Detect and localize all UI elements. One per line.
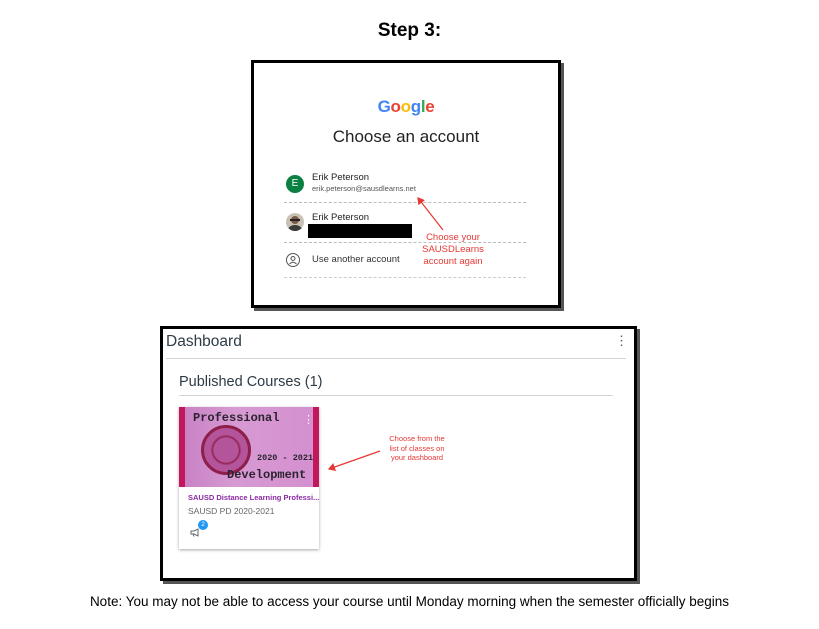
person-icon <box>286 253 300 267</box>
course-term: SAUSD PD 2020-2021 <box>188 506 275 516</box>
choose-account-title: Choose an account <box>332 127 480 146</box>
hero-text-bottom: Development <box>227 468 307 482</box>
course-card-hero[interactable]: Professional 2020 - 2021 Development ⋮ <box>179 407 319 487</box>
google-logo-letter: o <box>390 97 401 116</box>
google-logo-letter: o <box>400 97 411 116</box>
account-name: Erik Peterson <box>312 212 370 223</box>
dashboard-title: Dashboard <box>166 333 242 350</box>
annotation-line: Choose from the <box>389 434 445 443</box>
course-name-link[interactable]: SAUSD Distance Learning Professi... <box>188 493 320 502</box>
dashboard-arrow <box>327 450 381 471</box>
annotation-line: your dashboard <box>390 453 444 462</box>
avatar: E <box>286 175 304 193</box>
dashboard-annotation: Choose from the list of classes on your … <box>377 434 457 463</box>
hero-year: 2020 - 2021 <box>257 453 314 463</box>
google-logo-text: Google <box>378 97 435 116</box>
google-logo: Google <box>254 97 558 117</box>
google-logo-letter: G <box>377 97 391 116</box>
google-logo-letter: g <box>410 97 421 116</box>
hero-edge <box>179 407 185 487</box>
card-kebab-icon[interactable]: ⋮ <box>303 414 314 426</box>
avatar <box>286 213 304 231</box>
google-logo-letter: l <box>420 97 426 116</box>
annotation-line: Choose your <box>426 232 480 243</box>
course-card[interactable]: Professional 2020 - 2021 Development ⋮ S… <box>179 407 319 549</box>
google-arrow <box>417 197 444 231</box>
hero-text-top: Professional <box>193 411 280 425</box>
dashboard-panel: Dashboard ⋮ Published Courses (1) Profes… <box>160 326 637 581</box>
announcement-count-badge: 2 <box>198 520 208 530</box>
school-seal-icon <box>201 425 251 475</box>
kebab-menu-icon[interactable]: ⋮ <box>615 333 628 348</box>
divider <box>179 395 613 396</box>
divider <box>284 202 526 203</box>
redacted-email <box>308 224 412 238</box>
annotation-line: SAUSDLearns <box>422 244 484 255</box>
google-annotation: Choose your SAUSDLearns account again <box>412 232 494 268</box>
note-text: Note: You may not be able to access your… <box>89 594 730 609</box>
annotation-line: account again <box>423 256 483 267</box>
account-name: Erik Peterson <box>312 172 370 183</box>
google-logo-letter: e <box>425 97 435 116</box>
account-email: erik.peterson@sausdlearns.net <box>312 184 416 193</box>
hero-edge <box>313 407 319 487</box>
google-account-chooser: Google Choose an account E Erik Peterson… <box>251 60 561 308</box>
divider <box>166 358 626 359</box>
annotation-line: list of classes on <box>389 443 445 453</box>
published-courses-heading: Published Courses (1) <box>179 374 323 390</box>
divider <box>284 277 526 278</box>
megaphone-icon[interactable] <box>190 528 200 540</box>
divider <box>284 242 526 243</box>
use-another-account-label: Use another account <box>312 254 400 265</box>
step-title: Step 3: <box>377 20 442 41</box>
